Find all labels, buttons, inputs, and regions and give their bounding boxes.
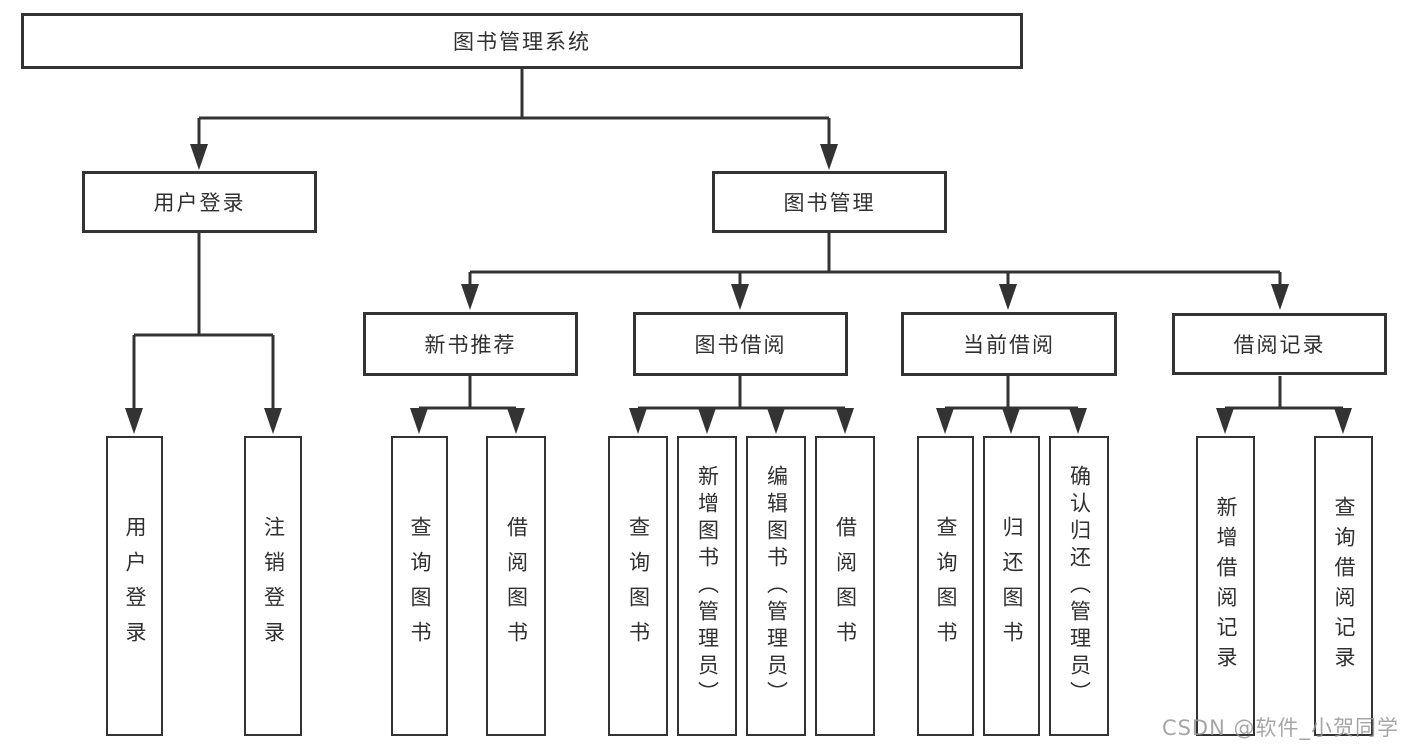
- arrowhead-icon: [1002, 408, 1020, 434]
- node-current-borrow: 当前借阅: [901, 312, 1117, 376]
- node-leaf-user-login: 用户登录: [106, 436, 163, 736]
- arrowhead-icon: [936, 408, 954, 434]
- arrowhead-icon: [999, 284, 1017, 310]
- node-leaf-add-book-admin: 新增图书（管理员）: [677, 436, 737, 736]
- node-label: 借阅记录: [1233, 333, 1326, 357]
- node-leaf-query-books-recommend: 查询图书: [391, 436, 448, 736]
- arrowhead-icon: [1334, 408, 1352, 434]
- node-leaf-add-borrow-record: 新增借阅记录: [1196, 436, 1255, 736]
- arrowhead-icon: [820, 144, 838, 170]
- arrowhead-icon: [1216, 408, 1234, 434]
- node-new-book-recommend: 新书推荐: [363, 312, 578, 376]
- node-leaf-edit-book-admin: 编辑图书（管理员）: [746, 436, 806, 736]
- node-book-management: 图书管理: [712, 171, 947, 233]
- node-label: 查询借阅记录: [1332, 496, 1356, 676]
- node-user-login: 用户登录: [82, 171, 317, 233]
- node-label: 注销登录: [261, 516, 286, 656]
- node-borrow-records: 借阅记录: [1172, 313, 1387, 375]
- node-label: 图书管理系统: [453, 30, 591, 54]
- node-leaf-confirm-return-admin: 确认归还（管理员）: [1049, 436, 1109, 736]
- node-label: 用户登录: [153, 191, 246, 215]
- arrowhead-icon: [461, 284, 479, 310]
- node-label: 查询图书: [408, 516, 432, 656]
- arrowhead-icon: [629, 408, 647, 434]
- node-book-borrow: 图书借阅: [633, 312, 848, 376]
- arrowhead-icon: [698, 408, 716, 434]
- node-label: 查询图书: [934, 516, 958, 656]
- node-leaf-query-borrow-record: 查询借阅记录: [1314, 436, 1373, 736]
- node-label: 新增借阅记录: [1214, 496, 1238, 676]
- arrowhead-icon: [190, 144, 208, 170]
- node-label: 当前借阅: [963, 333, 1055, 357]
- node-label: 图书借阅: [694, 333, 787, 357]
- node-label: 查询图书: [626, 516, 651, 656]
- arrowhead-icon: [507, 408, 525, 434]
- node-leaf-borrow-books-borrow: 借阅图书: [815, 436, 875, 736]
- node-label: 确认归还（管理员）: [1067, 464, 1092, 708]
- arrowhead-icon: [264, 408, 282, 434]
- arrowhead-icon: [731, 284, 749, 310]
- arrowhead-icon: [410, 408, 428, 434]
- arrowhead-icon: [767, 408, 785, 434]
- node-system-root: 图书管理系统: [21, 13, 1023, 69]
- node-leaf-query-books-borrow: 查询图书: [608, 436, 668, 736]
- node-label: 借阅图书: [504, 516, 529, 656]
- node-label: 借阅图书: [833, 516, 858, 656]
- node-leaf-borrow-books-recommend: 借阅图书: [486, 436, 546, 736]
- node-leaf-query-books-current: 查询图书: [917, 436, 974, 736]
- node-label: 编辑图书（管理员）: [764, 464, 789, 708]
- arrowhead-icon: [1069, 408, 1087, 434]
- node-leaf-logout: 注销登录: [244, 436, 302, 736]
- node-label: 归还图书: [1000, 516, 1024, 656]
- csdn-watermark: CSDN @软件_小贺同学: [1161, 716, 1399, 740]
- node-label: 用户登录: [123, 516, 147, 656]
- node-label: 新书推荐: [424, 333, 517, 357]
- node-leaf-return-books: 归还图书: [983, 436, 1040, 736]
- arrowhead-icon: [836, 408, 854, 434]
- arrowhead-icon: [125, 408, 143, 434]
- node-label: 图书管理: [783, 191, 876, 215]
- node-label: 新增图书（管理员）: [695, 464, 720, 708]
- arrowhead-icon: [1271, 284, 1289, 310]
